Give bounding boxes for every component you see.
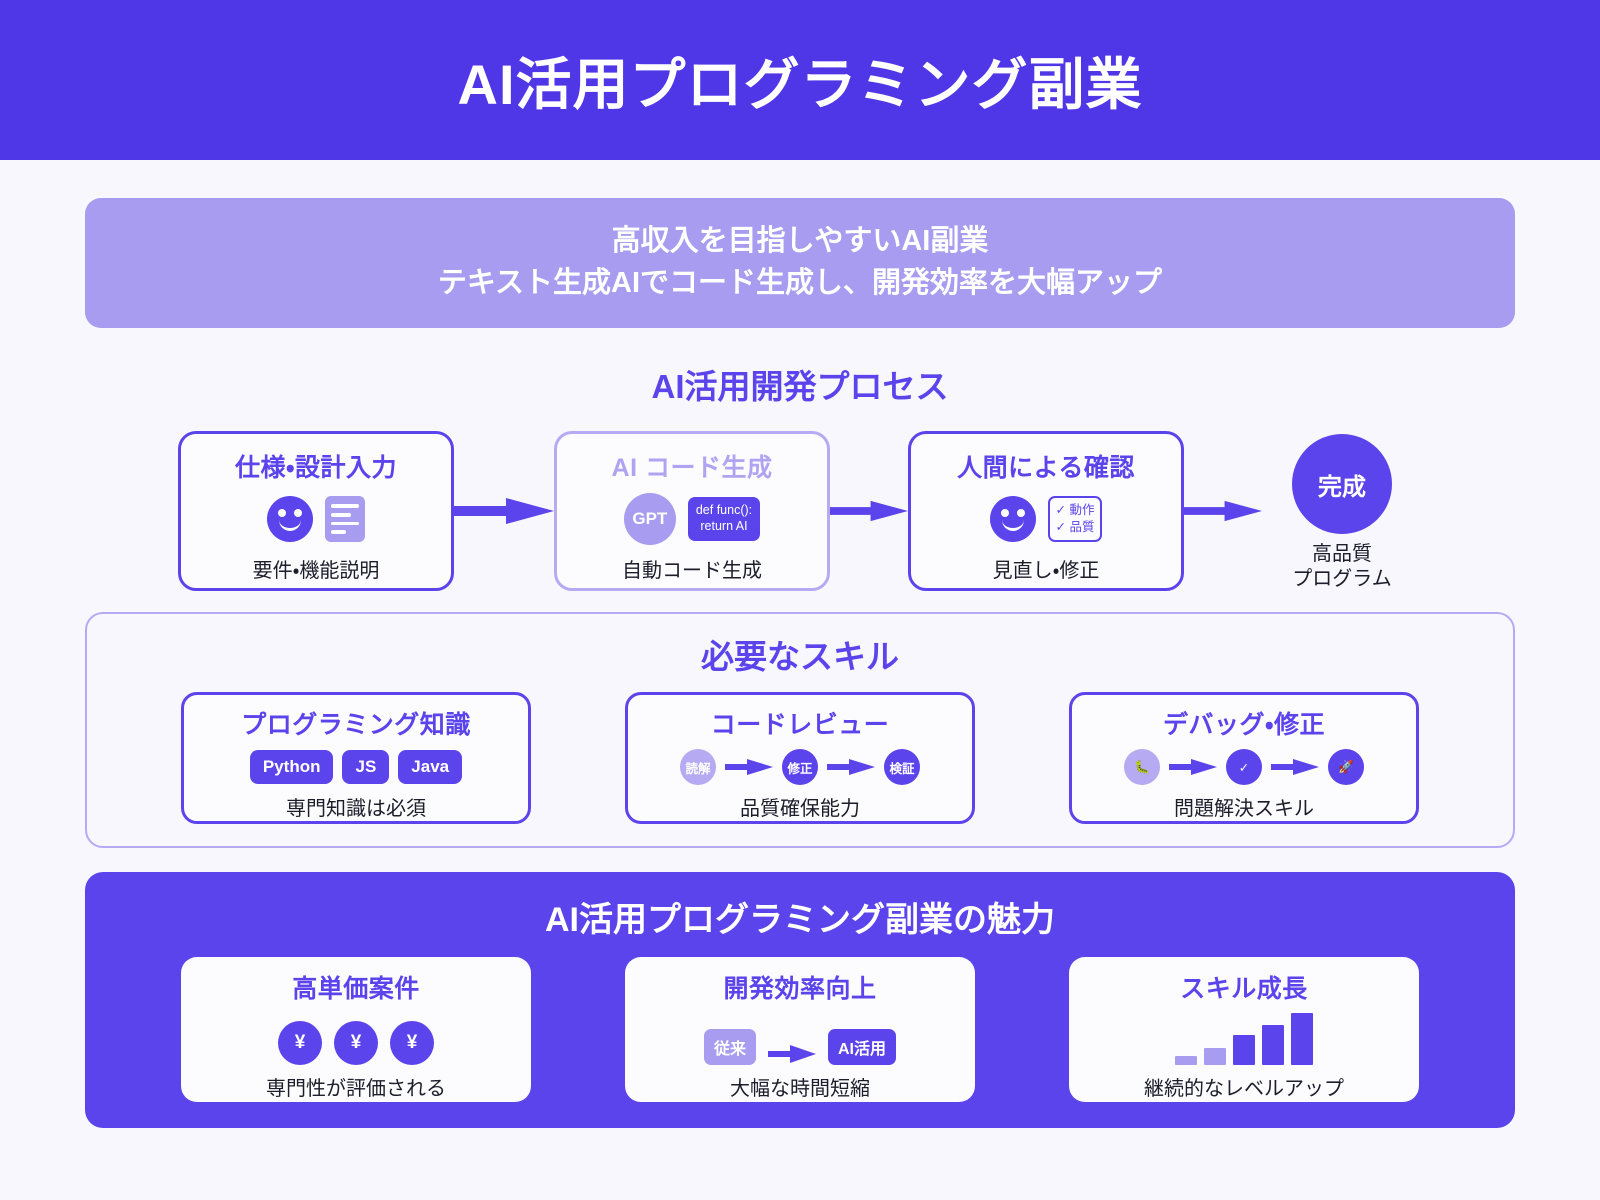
growth-bar [1262,1024,1284,1066]
skill-card-programming[interactable]: プログラミング知識 Python JS Java 専門知識は必須 [181,692,531,825]
process-result: 完成 高品質 プログラム [1262,434,1422,592]
debug-step-sequence: 🐛 ✓ 🚀 [1124,748,1364,786]
completion-caption-line-2: プログラム [1292,568,1392,591]
checklist-item-behavior: ✓ 動作 [1055,503,1095,518]
mini-arrow-icon [768,1045,816,1064]
yen-coin-icon: ¥ [278,1021,322,1066]
growth-chart [1175,1013,1313,1066]
review-step-fix: 修正 [782,749,818,786]
mini-arrow-icon [827,759,875,776]
efficiency-comparison: 従来 AI活用 [703,1013,897,1066]
subtitle-banner: 高収入を目指しやすいAI副業 テキスト生成AIでコード生成し、開発効率を大幅アッ… [85,198,1515,329]
benefit-card-high-rate[interactable]: 高単価案件 ¥ ¥ ¥ 専門性が評価される [181,957,531,1103]
yen-coin-icon: ¥ [334,1021,378,1066]
page-header: AI活用プログラミング副業 [0,0,1600,160]
subtitle-line-2: テキスト生成AIでコード生成し、開発効率を大幅アップ [437,267,1163,300]
mini-arrow-icon [1271,759,1319,776]
process-step-caption: 見直し・修正 [992,560,1100,583]
flow-arrow-icon [1184,500,1262,522]
process-step-title: AI コード生成 [611,454,773,483]
process-step-ai-generation[interactable]: AI コード生成 GPT def func(): return AI 自動コード… [554,431,830,592]
skill-card-title: コードレビュー [710,711,890,740]
benefits-section-title: AI活用プログラミング副業の魅力 [545,901,1055,940]
yen-coin-group: ¥ ¥ ¥ [278,1013,434,1066]
process-step-caption: 自動コード生成 [622,560,762,583]
process-step-caption: 要件・機能説明 [252,560,380,583]
process-step-title: 人間による確認 [957,454,1135,483]
growth-bar [1175,1055,1197,1066]
document-icon [325,496,365,543]
skills-row: プログラミング知識 Python JS Java 専門知識は必須 コードレビュー… [87,692,1513,825]
benefits-panel: AI活用プログラミング副業の魅力 高単価案件 ¥ ¥ ¥ 専門性が評価される 開… [85,872,1515,1129]
growth-bar [1233,1034,1255,1066]
mini-arrow-icon [1169,759,1217,776]
review-step-sequence: 読解 修正 検証 [680,748,920,786]
growth-bar [1204,1048,1226,1066]
skill-card-code-review[interactable]: コードレビュー 読解 修正 検証 品質確保能力 [625,692,975,825]
skills-panel: 必要なスキル プログラミング知識 Python JS Java 専門知識は必須 … [85,612,1515,849]
review-step-read: 読解 [680,749,716,786]
skill-card-caption: 専門知識は必須 [286,798,426,821]
tag-after: AI活用 [828,1029,897,1066]
benefit-card-skill-growth[interactable]: スキル成長 継続的なレベルアップ [1069,957,1419,1103]
tag-before: 従来 [703,1029,756,1066]
benefit-card-title: スキル成長 [1180,975,1308,1004]
checklist-box: ✓ 動作 ✓ 品質 [1047,496,1103,542]
benefits-row: 高単価案件 ¥ ¥ ¥ 専門性が評価される 開発効率向上 従来 AI活用 大幅な… [85,957,1515,1103]
check-icon: ✓ [1226,749,1262,786]
benefit-card-caption: 専門性が評価される [266,1078,446,1101]
skill-card-title: デバッグ・修正 [1162,711,1325,740]
skills-section-title: 必要なスキル [701,638,899,676]
rocket-icon: 🚀 [1328,749,1364,786]
benefit-card-caption: 大幅な時間短縮 [730,1078,870,1101]
benefit-card-title: 開発効率向上 [723,975,877,1004]
growth-bar [1291,1013,1313,1066]
subtitle-line-1: 高収入を目指しやすいAI副業 [611,225,989,257]
language-chip-js: JS [342,750,390,785]
skill-card-title: プログラミング知識 [241,711,471,740]
page-title: AI活用プログラミング副業 [457,52,1143,116]
process-step-icons: GPT def func(): return AI [623,492,761,546]
process-step-human-review[interactable]: 人間による確認 ✓ 動作 ✓ 品質 見直し・修正 [908,431,1184,592]
flow-arrow-icon [454,498,554,525]
code-line-1: def func(): [695,503,753,518]
benefit-card-efficiency[interactable]: 開発効率向上 従来 AI活用 大幅な時間短縮 [625,957,975,1103]
flow-arrow-icon [830,500,908,522]
skill-card-debugging[interactable]: デバッグ・修正 🐛 ✓ 🚀 問題解決スキル [1069,692,1419,825]
smiley-icon [267,496,313,543]
gpt-badge: GPT [623,493,676,546]
skill-card-caption: 品質確保能力 [740,798,860,821]
benefit-card-title: 高単価案件 [292,975,420,1004]
language-chip-python: Python [249,750,334,785]
code-line-2: return AI [700,519,748,534]
completion-caption: 高品質 プログラム [1292,542,1391,592]
process-section-title: AI活用開発プロセス [651,368,949,406]
checklist-item-quality: ✓ 品質 [1055,520,1095,535]
process-step-icons [267,492,365,546]
code-snippet-chip: def func(): return AI [687,497,761,541]
yen-coin-icon: ¥ [390,1021,434,1066]
language-chips: Python JS Java [249,748,463,786]
bug-icon: 🐛 [1124,749,1160,786]
process-flow: 仕様・設計入力 要件・機能説明 AI コード生成 GPT def func():… [0,430,1600,592]
skill-card-caption: 問題解決スキル [1174,798,1314,821]
smiley-icon [989,496,1036,543]
process-step-spec-input[interactable]: 仕様・設計入力 要件・機能説明 [178,431,454,592]
completion-caption-line-1: 高品質 [1312,543,1372,566]
process-step-title: 仕様・設計入力 [234,454,397,483]
benefit-card-caption: 継続的なレベルアップ [1144,1078,1344,1101]
growth-bar-chart [1175,1013,1313,1066]
completion-badge: 完成 [1292,434,1392,535]
language-chip-java: Java [398,750,463,785]
review-step-verify: 検証 [884,749,920,786]
mini-arrow-icon [725,759,773,776]
process-step-icons: ✓ 動作 ✓ 品質 [989,492,1103,546]
